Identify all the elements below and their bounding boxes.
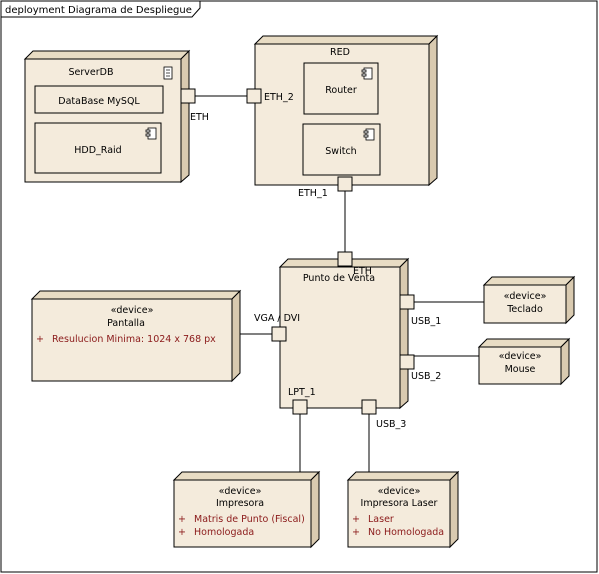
port-label: ETH_1: [298, 188, 328, 199]
server-icon: [163, 66, 173, 80]
port-label: ETH_2: [264, 92, 294, 103]
node-punto-de-venta[interactable]: Punto de Venta: [278, 257, 410, 410]
impresora-attribute: Homologada: [194, 527, 254, 538]
attribute-marker: +: [178, 514, 186, 525]
impresora-name: Impresora: [216, 498, 264, 509]
artifact-switch[interactable]: Switch: [302, 123, 381, 176]
port-label: USB_3: [376, 419, 406, 430]
port-label: VGA / DVI: [254, 313, 300, 324]
port-label: USB_1: [411, 316, 441, 327]
port-label: USB_2: [411, 371, 441, 382]
impresora-laser-attribute: No Homologada: [368, 527, 444, 538]
port-serverdb-eth[interactable]: ETH: [180, 88, 209, 123]
impresora-laser-attribute: Laser: [368, 514, 394, 525]
port-pv-usb1[interactable]: USB_1: [399, 294, 441, 327]
teclado-stereotype: «device»: [504, 291, 547, 302]
impresora-stereotype: «device»: [219, 486, 262, 497]
attribute-marker: +: [36, 334, 44, 345]
pantalla-attribute: Resulucion Minima: 1024 x 768 px: [52, 334, 216, 345]
mouse-stereotype: «device»: [499, 351, 542, 362]
pantalla-stereotype: «device»: [111, 305, 154, 316]
artifact-hdd-raid[interactable]: HDD_Raid: [34, 122, 162, 174]
pantalla-name: Pantalla: [107, 318, 145, 329]
connectors: [195, 95, 484, 472]
node-impresora-laser[interactable]: «device» Impresora Laser + Laser + No Ho…: [346, 470, 460, 549]
mouse-name: Mouse: [505, 364, 536, 375]
impresora-laser-name: Impresora Laser: [361, 498, 438, 509]
port-red-eth1[interactable]: ETH_1: [298, 176, 353, 199]
attribute-marker: +: [352, 527, 360, 538]
frame-title: deployment Diagrama de Despliegue: [5, 5, 192, 16]
node-pantalla[interactable]: «device» Pantalla + Resulucion Minima: 1…: [30, 289, 242, 383]
artifact-router-label: Router: [325, 85, 357, 96]
attribute-marker: +: [178, 527, 186, 538]
node-impresora[interactable]: «device» Impresora + Matris de Punto (Fi…: [172, 470, 321, 549]
artifact-hdd-raid-label: HDD_Raid: [74, 145, 121, 156]
node-serverdb[interactable]: ServerDB DataBase MySQL HDD_Raid: [23, 49, 191, 184]
node-punto-de-venta-name: Punto de Venta: [303, 273, 375, 284]
artifact-database-mysql[interactable]: DataBase MySQL: [34, 85, 164, 114]
impresora-laser-stereotype: «device»: [378, 486, 421, 497]
node-serverdb-name: ServerDB: [69, 67, 114, 78]
attribute-marker: +: [352, 514, 360, 525]
teclado-name: Teclado: [506, 304, 543, 315]
port-pv-eth[interactable]: ETH: [337, 251, 372, 277]
port-label: LPT_1: [288, 387, 316, 398]
port-label: ETH: [353, 266, 372, 277]
port-pv-usb3[interactable]: USB_3: [361, 399, 406, 430]
artifact-switch-label: Switch: [325, 146, 356, 157]
port-red-eth2[interactable]: ETH_2: [246, 88, 294, 104]
node-red-name: RED: [330, 47, 350, 58]
port-pv-usb2[interactable]: USB_2: [399, 354, 441, 382]
port-pv-lpt1[interactable]: LPT_1: [288, 387, 316, 415]
impresora-attribute: Matris de Punto (Fiscal): [194, 514, 305, 525]
node-red[interactable]: RED Router Switch: [253, 34, 439, 187]
node-mouse[interactable]: «device» Mouse: [477, 337, 571, 386]
port-label: ETH: [190, 112, 209, 123]
artifact-router[interactable]: Router: [303, 62, 379, 115]
ports: ETH ETH_2 ETH_1 ETH VGA / DVI USB_1 USB_…: [180, 88, 441, 430]
artifact-database-mysql-label: DataBase MySQL: [58, 96, 140, 107]
node-teclado[interactable]: «device» Teclado: [482, 275, 576, 325]
port-pv-vga-dvi[interactable]: VGA / DVI: [254, 313, 300, 342]
